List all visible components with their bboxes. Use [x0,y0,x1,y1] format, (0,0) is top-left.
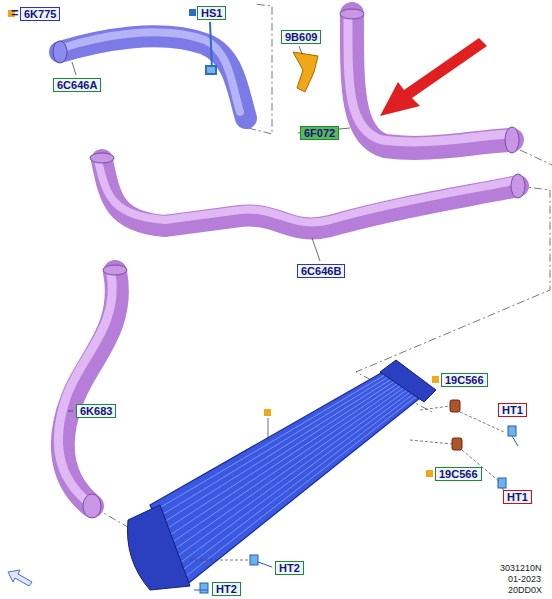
part-number: 6C646A [57,79,97,91]
leader-line [68,46,350,440]
highlight-arrow [380,38,487,116]
bolt [194,426,518,593]
part-number: 6F072 [304,127,335,139]
part-number-box: HS1 [197,6,226,20]
part-number: HT1 [502,404,523,416]
part-number: 6K775 [24,8,56,20]
part-number: 6K683 [80,405,112,417]
part-number: HT2 [216,583,237,595]
part-number-box: HT1 [503,490,532,504]
direction-arrow [8,570,32,586]
leader-line [190,406,504,560]
equals-sign: = [11,6,19,20]
bracket [293,52,318,92]
part-number: 19C566 [445,374,484,386]
part-number-box: 6C646B [297,264,345,278]
part-marker [8,9,439,477]
sensor [206,22,216,74]
intercooler-fins [153,370,422,579]
part-number: 19C566 [439,468,478,480]
part-number-box: HT1 [498,403,527,417]
part-number-box: 6K683 [76,404,116,418]
part-number-box: 9B609 [281,30,321,44]
part-number-box: 19C566 [441,373,488,387]
part-number: HT1 [507,491,528,503]
intercooler-tank [380,360,436,402]
part-number: 6C646B [301,265,341,277]
drawing-code: 20DD0X [508,585,542,595]
part-number-box: 19C566 [435,467,482,481]
part-number: HS1 [201,7,222,19]
part-number-box: HT2 [275,561,304,575]
part-number-box: 6K775 [20,7,60,21]
intercooler-tank [127,505,190,590]
part-number-box: 6C646A [53,78,101,92]
drawing-code: 01-2023 [508,574,541,584]
part-number: HT2 [279,562,300,574]
part-number: 9B609 [285,31,317,43]
rubber-mount [450,400,462,450]
part-number-box: 6F072 [300,126,339,140]
intercooler-core [150,368,425,586]
drawing-code: 3031210N [500,563,542,573]
part-number-box: HT2 [212,582,241,596]
